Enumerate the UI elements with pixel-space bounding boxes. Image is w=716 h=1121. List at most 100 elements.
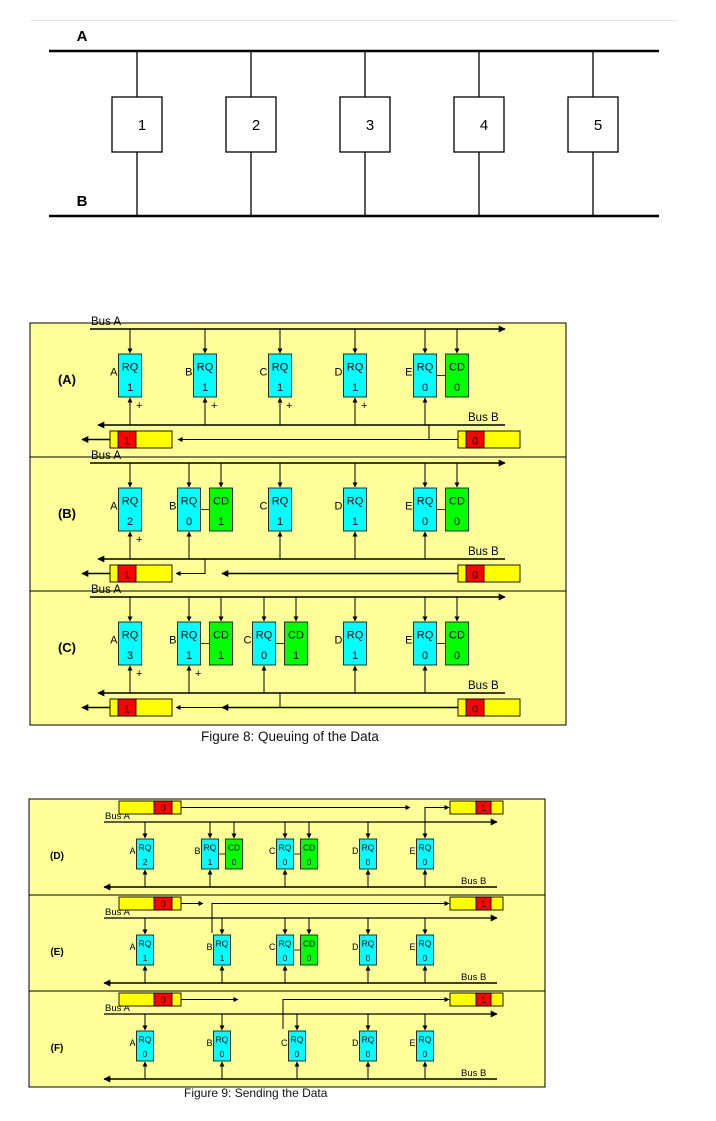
cd-value: 0 bbox=[454, 382, 460, 394]
rq-counter bbox=[118, 487, 142, 532]
rq-counter bbox=[136, 1030, 154, 1062]
rq-caption: RQ bbox=[362, 1034, 375, 1044]
rq-caption: RQ bbox=[419, 938, 432, 948]
bus-b-drop bbox=[175, 559, 206, 576]
increment-sign: + bbox=[211, 400, 217, 412]
token-feed bbox=[211, 901, 450, 933]
rq-value: 0 bbox=[366, 857, 371, 867]
rq-counter bbox=[268, 487, 292, 532]
node-letter: A bbox=[110, 367, 118, 379]
rq-counter bbox=[416, 1030, 434, 1062]
bus-b-label: Bus B bbox=[461, 876, 486, 887]
token-feed bbox=[424, 805, 450, 837]
row-label: (A) bbox=[58, 372, 76, 387]
node-letter: C bbox=[281, 1038, 288, 1048]
cd-value: 1 bbox=[218, 516, 224, 528]
rq-caption: RQ bbox=[122, 629, 139, 641]
cd-counter bbox=[225, 838, 243, 870]
rq-caption: RQ bbox=[139, 842, 152, 852]
rq-caption: RQ bbox=[181, 495, 198, 507]
rq-caption: RQ bbox=[347, 495, 364, 507]
cd-caption: CD bbox=[288, 629, 304, 641]
node-letter: D bbox=[335, 501, 343, 513]
rq-value: 0 bbox=[283, 953, 288, 963]
right-token: 1 bbox=[449, 896, 504, 911]
rq-caption: RQ bbox=[279, 938, 292, 948]
increment-sign: + bbox=[136, 400, 142, 412]
rq-value: 2 bbox=[127, 516, 133, 528]
cd-counter bbox=[445, 353, 469, 398]
rq-caption: RQ bbox=[272, 361, 289, 373]
node-letter: C bbox=[244, 635, 252, 647]
node-letter: D bbox=[335, 367, 343, 379]
rq-caption: RQ bbox=[216, 938, 229, 948]
rq-caption: RQ bbox=[122, 495, 139, 507]
node-4-label: 4 bbox=[480, 117, 488, 134]
top-rule bbox=[30, 20, 678, 21]
cd-value: 0 bbox=[307, 953, 312, 963]
cd-caption: CD bbox=[213, 495, 229, 507]
bus-a-label: Bus A bbox=[105, 907, 130, 918]
node-1-box bbox=[111, 96, 163, 153]
token-value: 1 bbox=[481, 803, 486, 813]
node-letter: A bbox=[110, 501, 118, 513]
rq-value: 1 bbox=[220, 953, 225, 963]
node-letter: B bbox=[206, 1038, 212, 1048]
bus-b-label: Bus B bbox=[461, 1068, 486, 1079]
rq-counter bbox=[416, 838, 434, 870]
token-value: 1 bbox=[481, 995, 486, 1005]
rq-caption: RQ bbox=[362, 842, 375, 852]
token-value: 0 bbox=[472, 569, 478, 581]
row-label: (C) bbox=[58, 640, 76, 655]
node-letter: D bbox=[352, 942, 359, 952]
cd-caption: CD bbox=[303, 842, 315, 852]
rq-counter bbox=[213, 1030, 231, 1062]
bus-a-label: Bus A bbox=[91, 450, 121, 462]
rq-caption: RQ bbox=[417, 361, 434, 373]
cd-caption: CD bbox=[213, 629, 229, 641]
node-letter: E bbox=[409, 846, 415, 856]
rq-caption: RQ bbox=[417, 495, 434, 507]
node-letter: B bbox=[185, 367, 192, 379]
node-letter: B bbox=[194, 846, 200, 856]
rq-counter bbox=[359, 1030, 377, 1062]
node-letter: C bbox=[269, 942, 276, 952]
figure-9-caption: Figure 9: Sending the Data bbox=[184, 1086, 328, 1100]
cd-caption: CD bbox=[303, 938, 315, 948]
token-slot bbox=[465, 430, 485, 449]
rq-caption: RQ bbox=[122, 361, 139, 373]
rq-value: 1 bbox=[202, 382, 208, 394]
node-letter: C bbox=[260, 367, 268, 379]
token-value: 0 bbox=[160, 899, 165, 909]
rq-value: 0 bbox=[422, 650, 428, 662]
node-letter: E bbox=[405, 501, 412, 513]
rq-caption: RQ bbox=[204, 842, 217, 852]
rq-counter bbox=[416, 934, 434, 966]
rq-value: 0 bbox=[423, 953, 428, 963]
left-token: 0 bbox=[118, 992, 182, 1007]
token-value: 0 bbox=[472, 703, 478, 715]
rq-counter bbox=[136, 934, 154, 966]
rq-value: 0 bbox=[423, 857, 428, 867]
rq-value: 3 bbox=[127, 650, 133, 662]
token-feed bbox=[282, 997, 450, 1029]
cd-value: 1 bbox=[293, 650, 299, 662]
increment-sign: + bbox=[195, 668, 201, 680]
